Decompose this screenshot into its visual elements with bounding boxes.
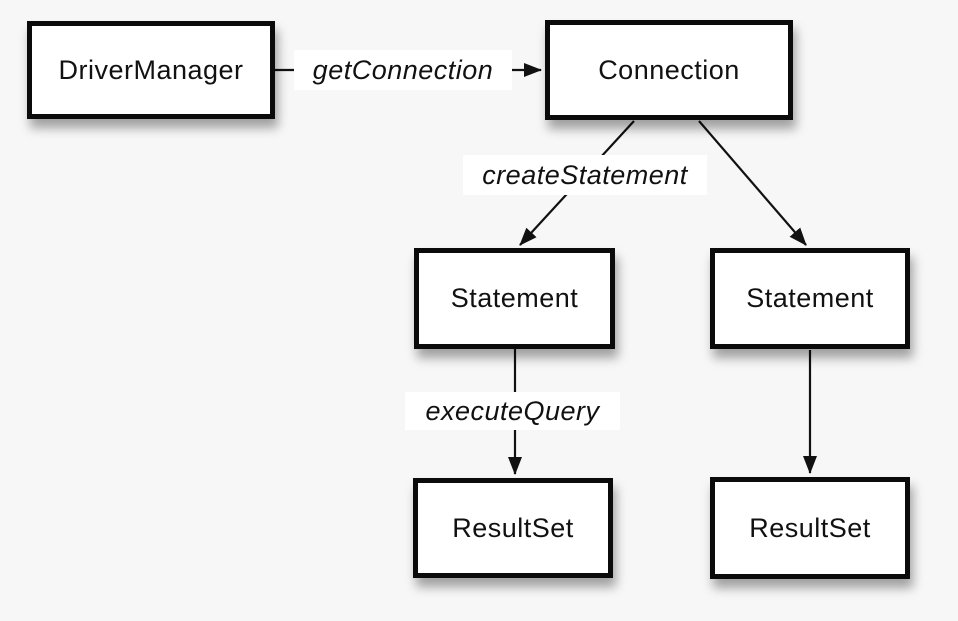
node-resultset-left-label: ResultSet: [452, 512, 574, 543]
edge-label-createstatement: createStatement: [463, 155, 707, 195]
edge-connection-to-statement-right-arrow: [698, 120, 807, 246]
node-drivermanager: DriverManager: [27, 21, 275, 119]
node-resultset-right-label: ResultSet: [749, 512, 871, 543]
node-connection-label: Connection: [598, 54, 740, 85]
node-statement-right: Statement: [710, 248, 910, 349]
node-resultset-left: ResultSet: [413, 478, 613, 578]
node-statement-right-label: Statement: [746, 283, 874, 313]
edge-label-getconnection: getConnection: [294, 50, 512, 90]
node-resultset-right: ResultSet: [710, 477, 910, 579]
edge-label-executequery: executeQuery: [405, 392, 620, 430]
node-drivermanager-label: DriverManager: [58, 54, 244, 85]
node-connection: Connection: [545, 20, 793, 120]
node-statement-left: Statement: [414, 248, 615, 349]
node-statement-left-label: Statement: [450, 283, 579, 313]
